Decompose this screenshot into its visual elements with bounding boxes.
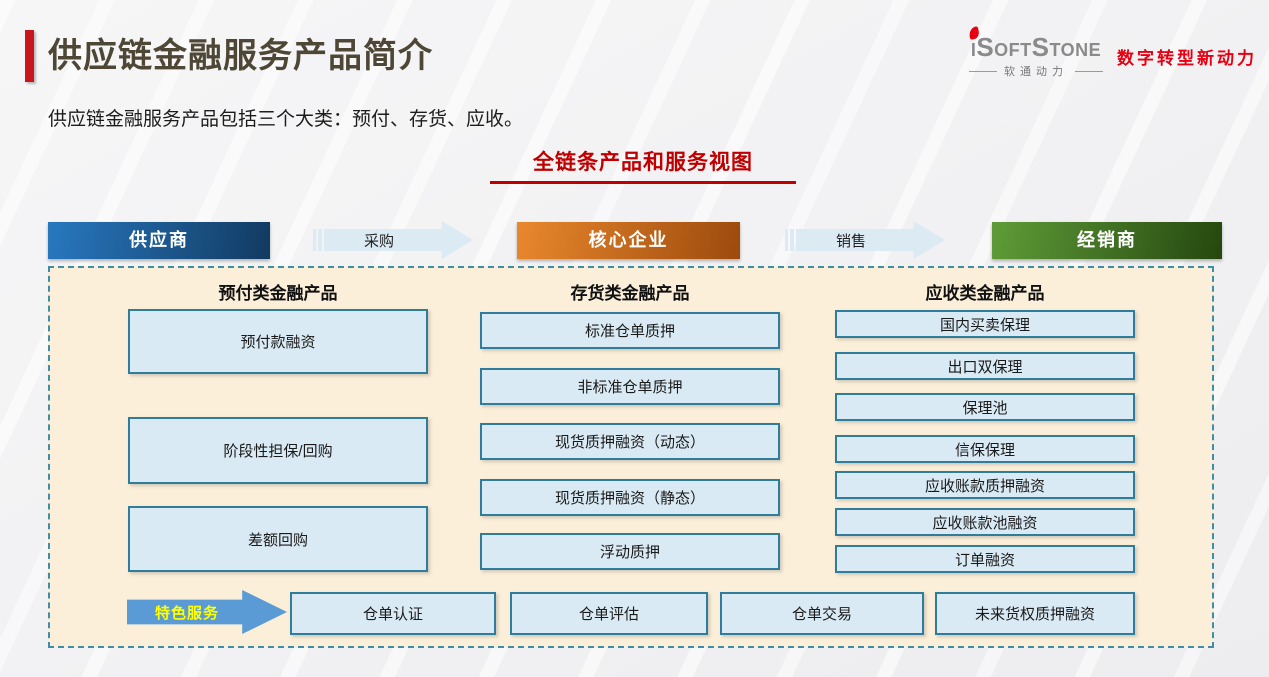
logo-brand-cn: 软通动力 [1004, 66, 1068, 78]
logo-brand-text: iSoftStone [970, 32, 1102, 62]
product-box-export-double-factoring: 出口双保理 [835, 352, 1135, 380]
flow-arrow-sales: 销售 [785, 221, 945, 259]
product-box-staged-guarantee: 阶段性担保/回购 [128, 417, 428, 484]
service-box-future-goods-pledge: 未来货权质押融资 [935, 592, 1135, 635]
section-heading: 全链条产品和服务视图 [490, 146, 796, 184]
product-box-domestic-factoring: 国内买卖保理 [835, 310, 1135, 338]
flow-arrow-purchase: 采购 [313, 221, 473, 259]
product-box-order-financing: 订单融资 [835, 545, 1135, 573]
title-accent-bar [25, 30, 34, 82]
logo-brand-block: iSoftStone 软通动力 [967, 26, 1103, 79]
service-box-receipt-trading: 仓单交易 [720, 592, 924, 635]
products-panel: 预付类金融产品 存货类金融产品 应收类金融产品 预付款融资 阶段性担保/回购 差… [48, 266, 1214, 648]
special-service-arrow: 特色服务 [127, 590, 287, 634]
product-box-spot-pledge-dynamic: 现货质押融资（动态） [480, 423, 780, 460]
product-box-receivables-pledge: 应收账款质押融资 [835, 471, 1135, 499]
column-header-inventory: 存货类金融产品 [570, 284, 690, 303]
flow-arrow-label: 采购 [363, 232, 394, 250]
section-heading-text: 全链条产品和服务视图 [533, 151, 753, 174]
product-box-receivables-pool: 应收账款池融资 [835, 508, 1135, 536]
flow-node-core-enterprise: 核心企业 [517, 222, 740, 259]
logo-tagline: 数字转型新动力 [1117, 49, 1257, 68]
arrow-stripe [790, 229, 794, 251]
flow-node-dealer: 经销商 [992, 222, 1222, 259]
page-title: 供应链金融服务产品简介 [48, 37, 433, 75]
isoftstone-logo: iSoftStone 软通动力 数字转型新动力 [967, 26, 1257, 79]
logo-brand-cn-row: 软通动力 [969, 63, 1103, 79]
slide-subtitle: 供应链金融服务产品包括三个大类：预付、存货、应收。 [48, 109, 524, 130]
column-header-prepaid: 预付类金融产品 [218, 284, 338, 303]
arrow-stripe [313, 229, 316, 251]
column-header-receivable: 应收类金融产品 [925, 284, 1045, 303]
product-box-prepaid-financing: 预付款融资 [128, 309, 428, 374]
product-box-margin-repurchase: 差额回购 [128, 506, 428, 572]
product-box-floating-pledge: 浮动质押 [480, 533, 780, 570]
flow-arrow-label: 销售 [835, 232, 866, 250]
special-service-label: 特色服务 [154, 604, 219, 622]
product-box-spot-pledge-static: 现货质押融资（静态） [480, 479, 780, 516]
arrow-stripe [318, 229, 322, 251]
product-box-standard-warehouse-receipt: 标准仓单质押 [480, 312, 780, 349]
flow-node-supplier: 供应商 [48, 222, 270, 259]
product-box-nonstandard-warehouse-receipt: 非标准仓单质押 [480, 368, 780, 405]
product-box-credit-insurance-factoring: 信保保理 [835, 435, 1135, 463]
logo-left-rule [969, 70, 997, 72]
logo-brand-row: iSoftStone [967, 26, 1102, 62]
logo-right-rule [1075, 70, 1103, 72]
product-box-factoring-pool: 保理池 [835, 393, 1135, 421]
service-box-receipt-certification: 仓单认证 [290, 592, 496, 635]
service-box-receipt-evaluation: 仓单评估 [510, 592, 708, 635]
arrow-stripe [785, 229, 788, 251]
